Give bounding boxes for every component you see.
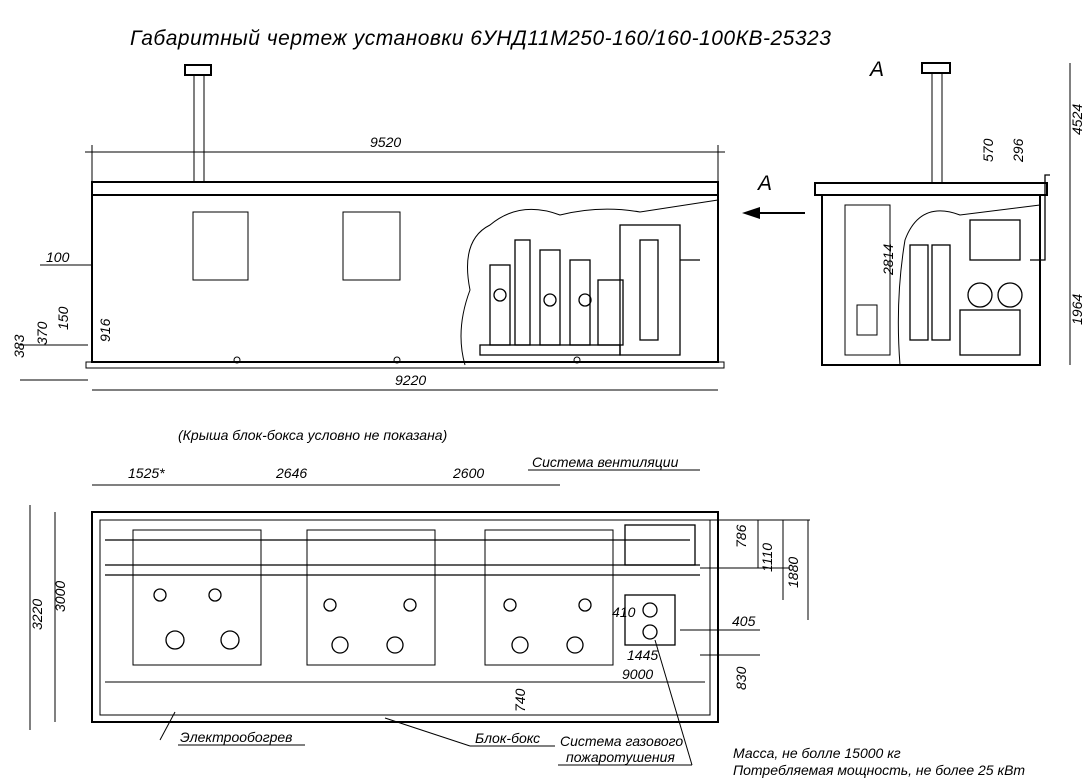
base-frame bbox=[85, 361, 725, 369]
dim-150: 150 bbox=[55, 306, 71, 330]
dim-383: 383 bbox=[11, 334, 27, 358]
window-2 bbox=[342, 211, 401, 281]
dim-296: 296 bbox=[1010, 138, 1026, 163]
label-fire-system-2: пожаротушения bbox=[566, 749, 675, 765]
arrow-a-label: A bbox=[756, 172, 773, 195]
label-heating: Электрообогрев bbox=[180, 729, 292, 745]
dim-1880: 1880 bbox=[785, 557, 801, 588]
front-view: 9520 9220 100 383 370 150 916 bbox=[11, 64, 725, 391]
dim-9000: 9000 bbox=[622, 666, 653, 682]
dim-570: 570 bbox=[980, 138, 996, 162]
dim-740: 740 bbox=[512, 688, 528, 712]
chimney-cap bbox=[184, 64, 212, 76]
dim-1445: 1445 bbox=[627, 647, 658, 663]
chimney bbox=[193, 74, 205, 183]
dim-410: 410 bbox=[612, 604, 636, 620]
side-view: 4524 570 296 2814 1964 bbox=[814, 62, 1085, 366]
dim-1525: 1525* bbox=[128, 465, 165, 481]
label-ventilation: Система вентиляции bbox=[532, 454, 679, 470]
dim-786: 786 bbox=[733, 524, 749, 548]
block-box-body bbox=[91, 194, 719, 363]
cutaway-line bbox=[460, 199, 719, 366]
dim-370: 370 bbox=[34, 321, 50, 345]
dim-2646: 2646 bbox=[275, 465, 307, 481]
dim-3220: 3220 bbox=[29, 599, 45, 630]
equipment-cutaway bbox=[479, 224, 700, 356]
dim-916: 916 bbox=[97, 318, 113, 342]
dim-2600: 2600 bbox=[452, 465, 484, 481]
roof bbox=[91, 181, 719, 196]
mass-note: Масса, не болле 15000 кг bbox=[733, 745, 901, 761]
dim-4524: 4524 bbox=[1069, 104, 1085, 135]
dim-3000: 3000 bbox=[52, 581, 68, 612]
dim-2814: 2814 bbox=[880, 244, 896, 276]
label-block-box: Блок-бокс bbox=[475, 730, 540, 746]
dim-100: 100 bbox=[46, 249, 70, 265]
label-fire-system-1: Система газового bbox=[560, 733, 683, 749]
dim-1110: 1110 bbox=[759, 543, 775, 572]
plan-view: 1525* 2646 2600 Система вентиляции 3220 … bbox=[29, 454, 810, 766]
dim-830: 830 bbox=[733, 666, 749, 690]
dim-1964: 1964 bbox=[1069, 294, 1085, 325]
dim-405: 405 bbox=[732, 613, 756, 629]
window-1 bbox=[192, 211, 249, 281]
dim-9520: 9520 bbox=[370, 134, 401, 150]
dim-9220: 9220 bbox=[395, 372, 426, 388]
power-note: Потребляемая мощность, не более 25 кВт bbox=[733, 762, 1025, 778]
roof-note: (Крыша блок-бокса условно не показана) bbox=[178, 427, 447, 443]
view-a-label: A bbox=[868, 58, 885, 81]
drawing-title: Габаритный чертеж установки 6УНД11М250-1… bbox=[130, 27, 831, 50]
